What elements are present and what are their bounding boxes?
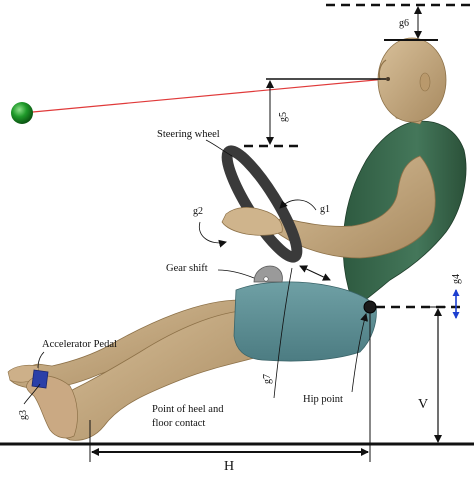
g6-label: g6	[399, 18, 409, 29]
head	[377, 37, 447, 123]
green-sphere-icon	[11, 102, 33, 124]
g1-leader	[279, 199, 317, 211]
face-profile	[378, 59, 387, 81]
V-label: V	[418, 397, 428, 412]
hip-point-marker	[363, 300, 377, 314]
eye	[386, 77, 390, 81]
shorts	[233, 281, 377, 362]
gear-shift-hole	[263, 276, 269, 282]
g2-label: g2	[193, 206, 203, 217]
hip-point-label: Hip point	[303, 394, 343, 405]
g3-leader	[23, 383, 41, 405]
accelerator-pedal-label: Accelerator Pedal	[42, 339, 117, 350]
H-label: H	[224, 459, 234, 474]
g1-label: g1	[320, 204, 330, 215]
heel-point-label-line2: floor contact	[152, 418, 205, 429]
steering-wheel-leader	[205, 139, 233, 157]
g4-label: g4	[451, 274, 462, 284]
g7-leader	[273, 267, 293, 399]
gear-shift-knob	[253, 265, 283, 283]
g7-label: g7	[262, 374, 273, 384]
ear	[419, 72, 431, 92]
g5-label: g5	[278, 112, 289, 122]
gear-shift-leader	[217, 269, 255, 279]
right-foot	[26, 375, 78, 439]
hip-point-leader	[351, 313, 369, 393]
steering-wheel	[221, 145, 303, 263]
g7-dimension-wheel	[299, 265, 331, 281]
g2-leader	[198, 221, 227, 248]
steering-wheel-label: Steering wheel	[157, 129, 220, 140]
driver-figure	[7, 37, 467, 441]
gear-shift-label: Gear shift	[166, 263, 208, 274]
sight-line	[21, 78, 387, 114]
hands	[221, 207, 283, 236]
heel-point-label-line1: Point of heel and	[152, 404, 224, 415]
accelerator-pedal	[31, 369, 49, 389]
accelerator-pedal-leader	[37, 351, 45, 369]
g3-label: g3	[18, 410, 29, 420]
